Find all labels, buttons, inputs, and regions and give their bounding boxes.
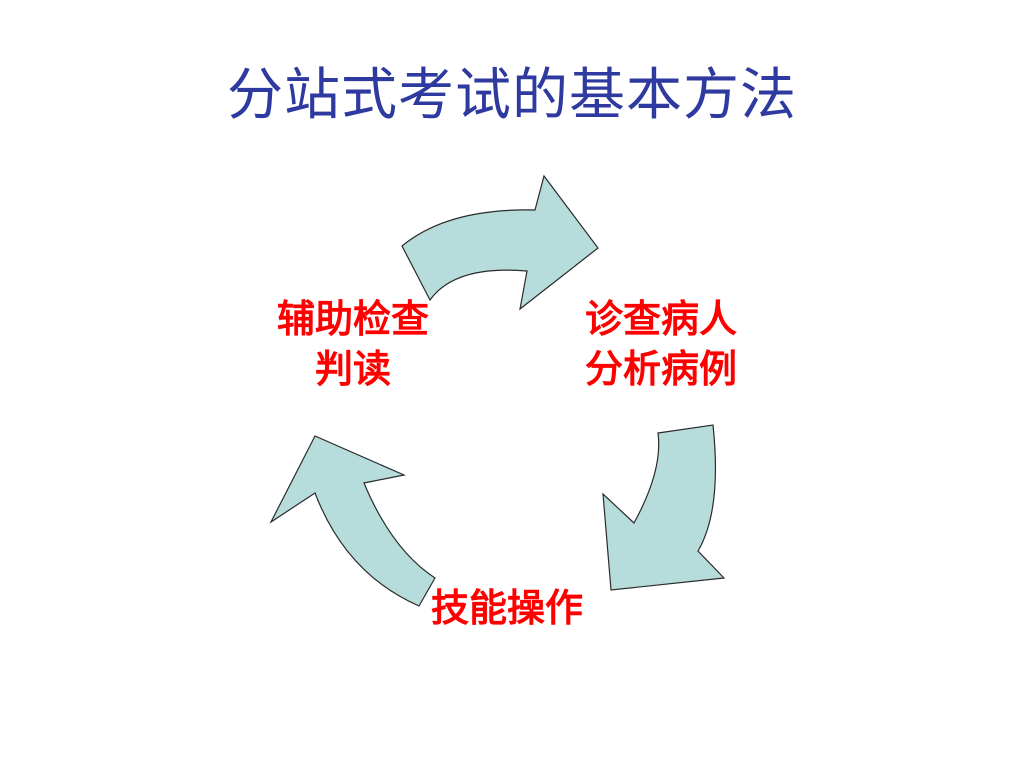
node-skill-operation: 技能操作: [412, 583, 602, 633]
node-skill-operation-line1: 技能操作: [430, 586, 583, 630]
node-auxiliary-exam: 辅助检查 判读: [258, 294, 448, 394]
node-diagnose-patient-line1: 诊查病人: [584, 297, 737, 341]
node-diagnose-patient: 诊查病人 分析病例: [566, 294, 756, 394]
node-diagnose-patient-line2: 分析病例: [584, 347, 737, 391]
arrow-top: [401, 174, 599, 311]
node-auxiliary-exam-line1: 辅助检查: [276, 297, 429, 341]
node-auxiliary-exam-line2: 判读: [314, 347, 391, 391]
slide-title: 分站式考试的基本方法: [227, 63, 797, 128]
arrow-right: [602, 424, 726, 591]
arrow-left: [269, 435, 436, 607]
